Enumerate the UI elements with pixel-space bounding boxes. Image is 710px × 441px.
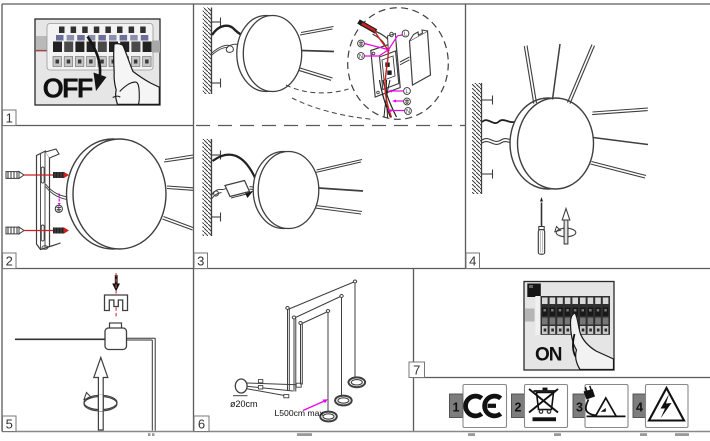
svg-text:4: 4 xyxy=(469,254,476,269)
svg-text:2: 2 xyxy=(515,401,522,415)
svg-text:4: 4 xyxy=(636,401,643,415)
svg-text:3: 3 xyxy=(576,401,583,415)
svg-text:6: 6 xyxy=(198,417,205,432)
svg-text:3: 3 xyxy=(197,254,204,269)
svg-text:1: 1 xyxy=(6,111,13,126)
svg-text:N: N xyxy=(406,109,410,115)
svg-text:N: N xyxy=(359,54,363,60)
svg-text:L: L xyxy=(404,32,407,38)
svg-text:1: 1 xyxy=(453,401,460,415)
svg-text:OFF: OFF xyxy=(43,73,93,104)
svg-text:L500cm max: L500cm max xyxy=(275,408,325,418)
svg-text:ø20cm: ø20cm xyxy=(230,399,258,409)
svg-text:7: 7 xyxy=(413,363,420,378)
svg-text:2: 2 xyxy=(6,254,13,269)
svg-text:ON: ON xyxy=(535,345,562,366)
svg-text:L: L xyxy=(405,89,408,95)
svg-text:5: 5 xyxy=(6,417,13,432)
